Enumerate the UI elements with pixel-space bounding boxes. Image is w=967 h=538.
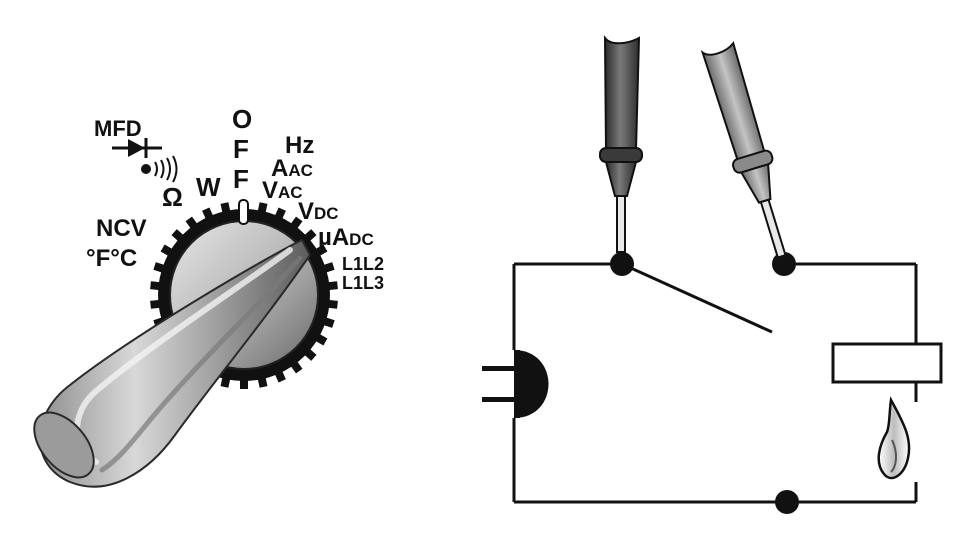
dial-tooth [220, 374, 231, 388]
dial-tooth [185, 216, 200, 232]
dial-tooth [220, 202, 231, 216]
dial-tooth [273, 368, 286, 383]
dial-tooth [257, 202, 268, 216]
test-probe-black[interactable] [599, 34, 643, 253]
plug-icon [482, 350, 549, 418]
dial-tooth [302, 229, 317, 244]
dial-tooth [325, 299, 338, 309]
dial-tooth [320, 316, 335, 328]
label-hz: Hz [285, 132, 314, 159]
dial-tooth [160, 244, 175, 258]
dial-handle[interactable] [23, 238, 312, 488]
dial-tooth [153, 262, 168, 274]
node-switch-left [610, 252, 634, 276]
dial-tooth [313, 244, 328, 258]
load-resistor [831, 342, 943, 384]
label-off-o: O [232, 104, 252, 134]
dial-labels: MFD O F F Hz AAC VAC Ω W VDC µA [86, 104, 384, 293]
label-vac: VAC [262, 177, 303, 204]
label-vdc: VDC [298, 198, 339, 225]
circuit-wires [512, 262, 918, 504]
node-bottom [775, 490, 799, 514]
switch-blade [621, 262, 773, 334]
dial-tooth [150, 281, 163, 291]
circuit [482, 34, 943, 514]
label-aac: AAC [271, 155, 313, 182]
diode-icon [112, 138, 162, 158]
dial-tooth [171, 229, 186, 244]
dial-tooth [202, 207, 215, 222]
label-w: W [196, 172, 221, 202]
test-probe-red[interactable] [699, 40, 801, 262]
label-l1l3: L1L3 [342, 273, 384, 293]
label-ohm: Ω [162, 182, 183, 212]
continuity-icon [141, 155, 178, 183]
dial-tooth [150, 299, 163, 309]
dial-tooth [288, 216, 303, 232]
label-mfd: MFD [94, 116, 142, 141]
dial-tooth [302, 346, 317, 361]
dial-tooth [320, 262, 335, 274]
dial-tooth [257, 374, 268, 388]
label-ncv: NCV [96, 215, 147, 242]
rotary-dial[interactable] [23, 199, 338, 488]
dial-tooth [288, 358, 303, 374]
dial-tooth [313, 332, 328, 346]
dial-tooth [240, 377, 248, 389]
flame-icon [877, 396, 911, 480]
dial-tooth [273, 207, 286, 222]
label-off-f1: F [233, 134, 249, 164]
dial-tooth [325, 281, 338, 291]
label-uadc: µADC [318, 224, 374, 251]
label-temp: °F°C [86, 245, 137, 272]
label-l1l2: L1L2 [342, 254, 384, 274]
dial-off-pointer [238, 199, 249, 225]
label-off-f2: F [233, 164, 249, 194]
